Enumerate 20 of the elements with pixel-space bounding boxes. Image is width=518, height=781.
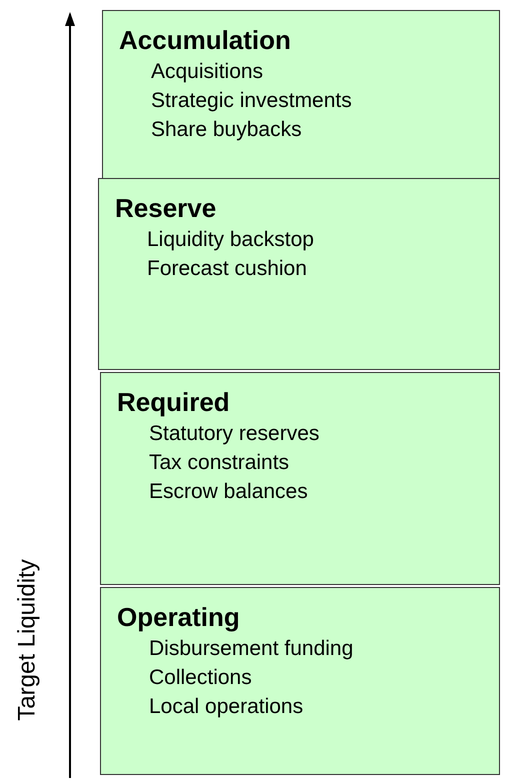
tier-box [100,372,500,585]
tier-heading: Reserve [115,192,216,225]
tier-item: Acquisitions [151,59,264,85]
tier-item: Forecast cushion [147,256,307,282]
tier-item: Escrow balances [149,479,308,505]
tier-item: Tax constraints [149,450,290,476]
tier-heading: Required [117,386,230,419]
tier-item: Disbursement funding [149,636,354,662]
tier-item: Local operations [149,694,304,720]
tier-item: Strategic investments [151,88,352,114]
tier-box [98,178,500,370]
tier-item: Statutory reserves [149,421,320,447]
tier-box [100,587,500,775]
tier-box [102,10,500,180]
tier-item: Liquidity backstop [147,227,314,253]
tier-item: Collections [149,665,252,691]
tier-heading: Accumulation [119,24,291,57]
tier-heading: Operating [117,601,240,634]
tier-item: Share buybacks [151,117,302,143]
axis-label: Target Liquidity [13,559,42,721]
